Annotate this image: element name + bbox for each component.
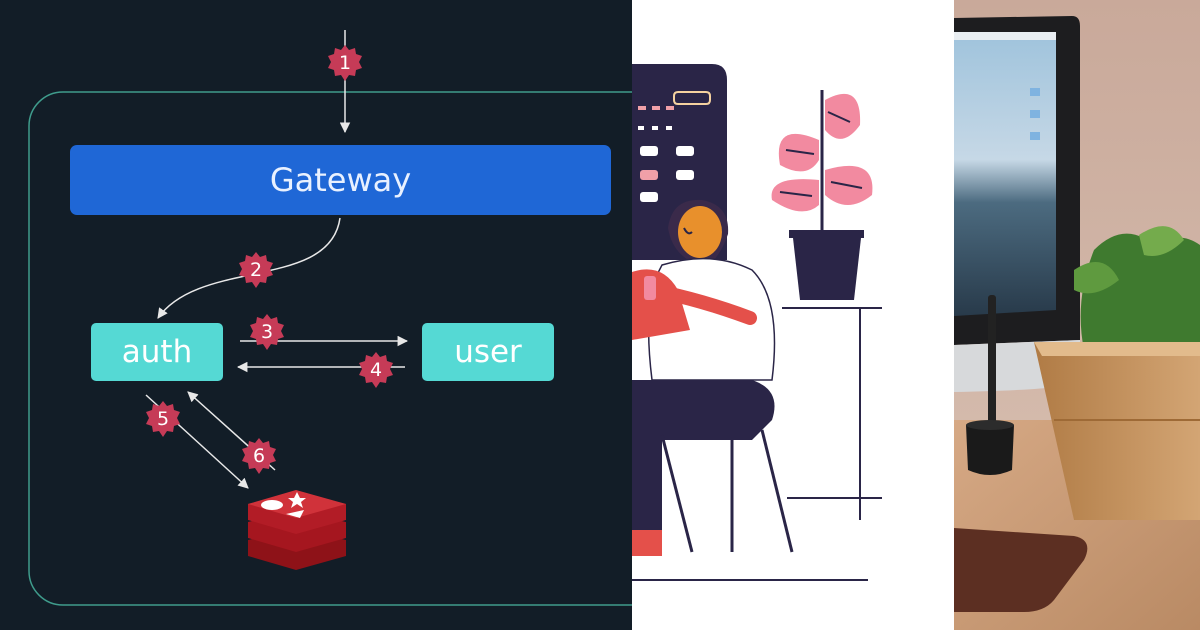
seal-shape	[146, 401, 180, 437]
gateway-label: Gateway	[269, 161, 412, 199]
step-badge-3: 3	[248, 313, 286, 351]
wooden-planter-icon	[1034, 226, 1200, 520]
seal-shape	[239, 252, 273, 288]
step-number: 5	[156, 408, 170, 430]
desk-photo	[954, 0, 1200, 630]
seal-shape	[359, 352, 393, 388]
seal-shape	[328, 45, 362, 81]
user-service-node: user	[422, 323, 554, 381]
step-badge-5: 5	[144, 400, 182, 438]
step-number: 4	[369, 359, 383, 381]
auth-label: auth	[121, 334, 193, 370]
person-at-phone-icon	[632, 199, 776, 556]
diagram-connectors	[28, 30, 632, 606]
workspace-illustration	[632, 0, 954, 630]
cache-store-icon	[248, 490, 346, 570]
user-label: user	[454, 334, 522, 370]
step-badge-6: 6	[240, 437, 278, 475]
potted-plant-icon	[771, 90, 873, 300]
seal-shape	[250, 314, 284, 350]
architecture-diagram: Gateway auth user 1 2 3 4 5 6	[0, 0, 632, 630]
gateway-node: Gateway	[70, 145, 611, 215]
step-badge-2: 2	[237, 251, 275, 289]
step-number: 3	[260, 321, 274, 343]
step-number: 2	[249, 259, 263, 281]
system-boundary	[28, 91, 632, 606]
photo-canvas	[954, 0, 1200, 630]
step-badge-1: 1	[326, 44, 364, 82]
step-number: 1	[338, 52, 352, 74]
monitor-icon	[954, 16, 1080, 392]
seal-shape	[242, 438, 276, 474]
pen-holder-icon	[966, 295, 1014, 475]
step-badge-4: 4	[357, 351, 395, 389]
step-number: 6	[252, 445, 266, 467]
chair-icon	[660, 429, 794, 553]
leather-desk-pad-icon	[954, 528, 1088, 612]
illustration-canvas	[632, 64, 882, 581]
plant-stand-icon	[782, 307, 882, 520]
auth-service-node: auth	[91, 323, 223, 381]
